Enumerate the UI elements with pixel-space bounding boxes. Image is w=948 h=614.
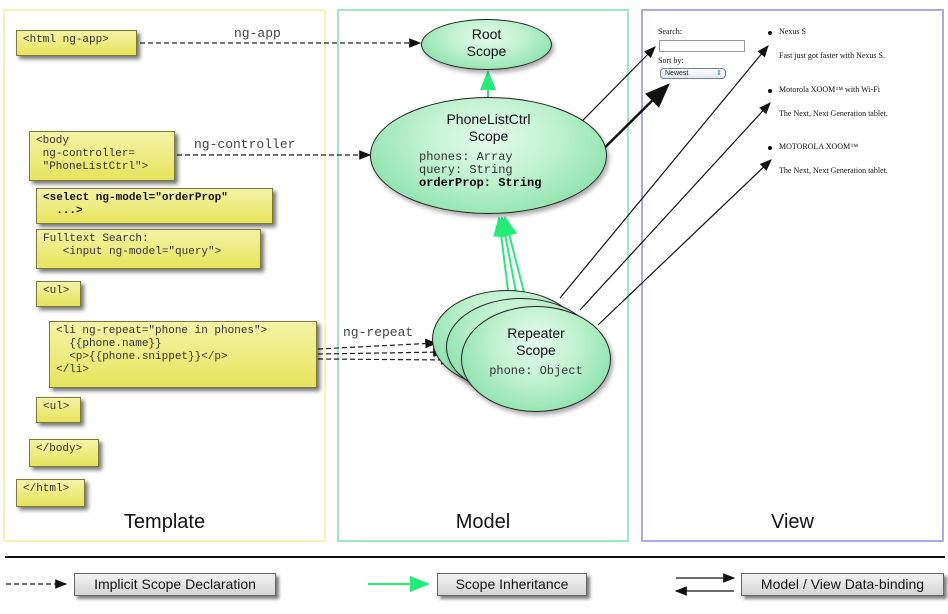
controller-scope-title-1: PhoneListCtrl	[446, 111, 531, 127]
body-close-box: </body>	[29, 439, 99, 467]
model-panel-title: Model	[455, 511, 511, 533]
search-input-box: Fulltext Search: <input ng-model="query"…	[36, 229, 261, 269]
phone-snippet: Fast just got faster with Nexus S.	[779, 51, 885, 60]
repeater-scope-title-1: Repeater	[507, 325, 565, 341]
body-open-box: <body ng-controller= "PhoneListCtrl">	[29, 131, 175, 181]
root-scope-node: Root Scope	[421, 19, 552, 70]
inherit-arrow-repeat-3	[501, 216, 527, 301]
ul-close-box: <ul>	[36, 397, 81, 423]
ul-open-box: <ul>	[36, 281, 81, 307]
binding-phone-3	[597, 159, 772, 326]
phone-name: MOTOROLA XOOM™	[779, 142, 859, 151]
root-scope-title-1: Root	[471, 26, 502, 42]
view-panel: View	[641, 9, 944, 542]
phone-name: Nexus S	[779, 27, 806, 36]
binding-phone-2	[579, 102, 771, 311]
select-arrows-icon: ⇕	[716, 70, 722, 77]
legend-divider	[5, 556, 945, 558]
view-sort-value: Newest	[665, 70, 689, 77]
phone-snippet: The Next, Next Generation tablet.	[779, 109, 888, 118]
html-close-box: </html>	[16, 479, 85, 507]
controller-scope-title-2: Scope	[468, 128, 509, 144]
phonelistctrl-scope-node: PhoneListCtrl Scope phones: Array query:…	[370, 97, 607, 214]
html-open-box: <html ng-app>	[16, 30, 137, 56]
template-panel-title: Template	[123, 511, 206, 533]
phone-bullet	[768, 31, 772, 35]
binding-phone-1	[559, 45, 769, 299]
phone-bullet	[768, 89, 772, 93]
ng-repeat-arrow-3	[317, 355, 454, 365]
ng-app-label: ng-app	[232, 26, 283, 41]
ng-repeat-arrow-1	[317, 338, 438, 350]
template-panel: Template	[3, 9, 326, 542]
repeater-scope-node: Repeater Scope phone: Object	[461, 306, 611, 412]
root-scope-title-2: Scope	[466, 43, 507, 59]
legend-data-binding: Model / View Data-binding	[741, 573, 944, 596]
li-repeat-box: <li ng-repeat="phone in phones"> {{phone…	[49, 321, 317, 388]
view-sort-label: Sort by:	[658, 56, 684, 65]
ng-repeat-label: ng-repeat	[341, 325, 416, 340]
controller-prop-query: query: String	[419, 163, 513, 177]
phone-name: Motorola XOOM™ with Wi-Fi	[779, 85, 880, 94]
repeater-scope-title-2: Scope	[516, 342, 556, 358]
view-search-input[interactable]	[659, 40, 745, 52]
repeater-prop-phone: phone: Object	[489, 364, 583, 378]
view-search-label: Search:	[658, 27, 682, 36]
ng-repeat-arrow-2	[317, 347, 446, 357]
view-sort-select[interactable]: Newest ⇕	[660, 68, 726, 79]
select-box: <select ng-model="orderProp" ...>	[36, 188, 273, 224]
view-panel-title: View	[771, 511, 814, 533]
controller-prop-orderprop: orderProp: String	[419, 176, 542, 190]
ng-controller-label: ng-controller	[192, 137, 298, 152]
legend-scope-inheritance: Scope Inheritance	[437, 573, 587, 596]
phone-bullet	[768, 146, 772, 150]
controller-prop-phones: phones: Array	[419, 150, 513, 164]
phone-snippet: The Next, Next Generation tablet.	[779, 166, 888, 175]
model-panel: Model	[337, 9, 629, 542]
legend-implicit-scope: Implicit Scope Declaration	[74, 573, 276, 596]
